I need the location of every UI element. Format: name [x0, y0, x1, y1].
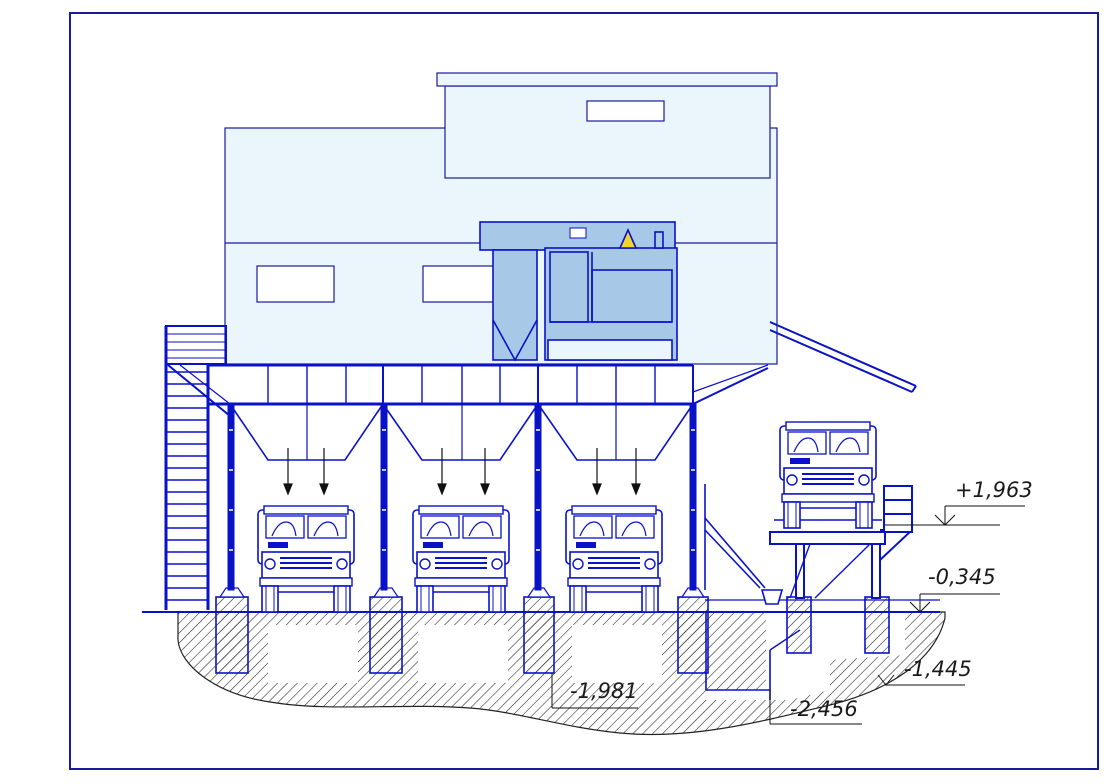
- level-mark-foundation: -1,445: [877, 657, 972, 686]
- level-label-upper: +1,963: [955, 478, 1033, 502]
- level-label-foundation: -1,445: [904, 657, 972, 681]
- level-label-pit-bottom: -2,456: [790, 697, 858, 721]
- separator-equipment: [479, 221, 678, 362]
- window: [256, 265, 335, 303]
- stair-rungs: [166, 371, 208, 601]
- level-label-ground: -0,345: [928, 565, 996, 589]
- roof-cap: [436, 72, 778, 87]
- level-mark-bin-foundation: -1,981: [551, 673, 638, 709]
- loading-chute: [704, 484, 784, 605]
- discharge-arrows: [283, 448, 641, 496]
- drawing-frame: [69, 12, 1099, 770]
- columns: [227, 403, 697, 591]
- level-mark-pit-bottom: -2,456: [769, 690, 862, 725]
- inclined-conveyor: [769, 321, 917, 393]
- truck-under-bin-2: [412, 505, 510, 613]
- level-mark-ground: -0,345: [909, 565, 1000, 613]
- pit-voids: [268, 612, 905, 700]
- upper-building: [444, 85, 771, 179]
- truck-under-bin-3: [565, 505, 663, 613]
- level-label-bin-foundation: -1,981: [570, 679, 638, 703]
- bin-support-frame: [167, 363, 769, 461]
- level-mark-upper: +1,963: [885, 478, 1033, 526]
- window: [422, 265, 501, 303]
- truck-on-platform: [779, 421, 877, 529]
- truck-under-bin-1: [257, 505, 355, 613]
- window: [586, 100, 665, 122]
- truck-platform: [769, 485, 913, 599]
